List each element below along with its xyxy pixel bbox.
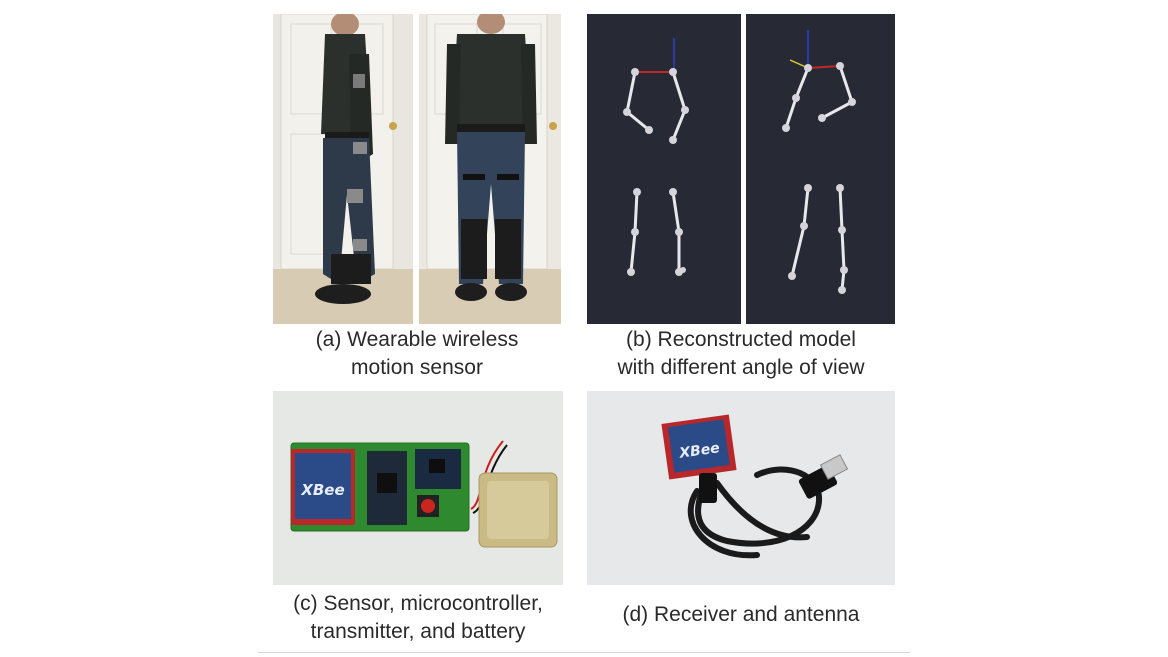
caption-b: (b) Reconstructed model with different a…	[587, 326, 895, 382]
panel-b-skeleton-view-2	[746, 14, 895, 324]
panel-a-photo-side	[273, 14, 413, 324]
receiver-board-label: XBee	[677, 440, 720, 462]
caption-d-line-1: (d) Receiver and antenna	[622, 603, 860, 626]
sensor-board-image: XBee	[273, 391, 563, 585]
caption-a-line-2: motion sensor	[351, 356, 483, 379]
caption-b-line-2: with different angle of view	[617, 356, 865, 379]
panel-d-receiver: XBee	[587, 391, 895, 585]
panel-b-skeleton-view-1	[587, 14, 741, 324]
xbee-board-label: XBee	[300, 481, 344, 499]
caption-d: (d) Receiver and antenna	[587, 601, 895, 629]
person-side-view-image	[273, 14, 413, 324]
caption-c: (c) Sensor, microcontroller, transmitter…	[273, 590, 563, 646]
caption-b-line-1: (b) Reconstructed model	[626, 328, 856, 351]
caption-a-line-1: (a) Wearable wireless	[315, 328, 519, 351]
caption-a: (a) Wearable wireless motion sensor	[273, 326, 561, 382]
receiver-image: XBee	[587, 391, 895, 585]
caption-c-line-1: (c) Sensor, microcontroller,	[293, 592, 543, 615]
caption-c-line-2: transmitter, and battery	[310, 620, 526, 643]
skeleton-model-angled-image	[782, 30, 856, 294]
panel-c-sensor-board: XBee	[273, 391, 563, 585]
person-front-view-image	[419, 14, 561, 324]
bottom-divider	[258, 652, 910, 653]
skeleton-model-front-image	[623, 38, 689, 276]
panel-a-photo-front	[419, 14, 561, 324]
